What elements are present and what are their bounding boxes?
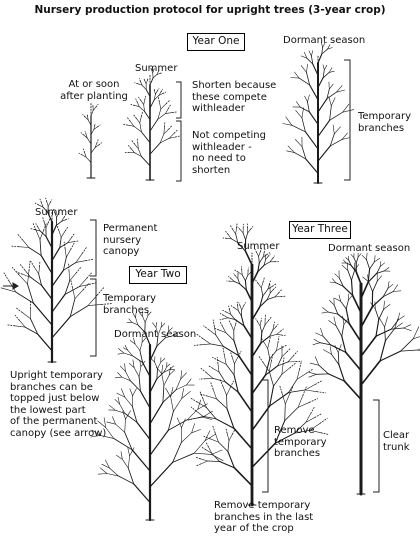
temporary-branches-y1: Temporary branches bbox=[358, 111, 412, 134]
y1-summer-label: Summer bbox=[135, 63, 178, 74]
remove-temporary-label: Remove temporary branches bbox=[274, 425, 327, 459]
y1-dormant-label: Dormant season bbox=[283, 35, 366, 46]
tree-year-two-dormant bbox=[90, 310, 224, 522]
tree-year-two-summer bbox=[0, 197, 112, 364]
temporary-branches-y2: Temporary branches bbox=[103, 293, 157, 316]
year-one-label: Year One bbox=[187, 33, 245, 51]
topping-note: Upright temporary branches can be topped… bbox=[10, 370, 107, 439]
page-title: Nursery production protocol for upright … bbox=[34, 4, 386, 16]
shorten-note: Shorten because these compete withleader bbox=[192, 80, 277, 114]
planting-label: At or soon after planting bbox=[60, 79, 128, 102]
remove-note: Remove temporary branches in the last ye… bbox=[214, 500, 314, 534]
bracket-temporary-y2 bbox=[90, 278, 97, 357]
y3-dormant-label: Dormant season bbox=[328, 243, 411, 254]
tree-year-three-summer bbox=[188, 223, 330, 507]
clear-trunk-label: Clear trunk bbox=[383, 430, 410, 453]
tree-year-one-planting bbox=[78, 101, 102, 179]
permanent-canopy-label: Permanent nursery canopy bbox=[103, 223, 158, 257]
arrow-icon bbox=[3, 282, 19, 290]
tree-year-one-dormant bbox=[282, 42, 355, 184]
bracket-not-competing bbox=[176, 120, 182, 182]
bracket-clear-trunk bbox=[373, 399, 380, 493]
tree-year-three-dormant bbox=[307, 252, 420, 496]
y3-summer-label: Summer bbox=[237, 241, 280, 252]
y2-summer-label: Summer bbox=[35, 207, 78, 218]
tree-year-one-summer bbox=[122, 66, 181, 181]
y2-dormant-label: Dormant season bbox=[114, 329, 197, 340]
year-two-label: Year Two bbox=[129, 266, 187, 284]
bracket-permanent-canopy bbox=[90, 219, 97, 277]
bracket-temporary-y1 bbox=[344, 59, 351, 181]
bracket-shorten bbox=[176, 81, 182, 119]
not-competing-note: Not competing withleader - no need to sh… bbox=[192, 130, 266, 176]
bracket-remove-temporary bbox=[262, 379, 269, 493]
year-three-label: Year Three bbox=[289, 221, 351, 239]
